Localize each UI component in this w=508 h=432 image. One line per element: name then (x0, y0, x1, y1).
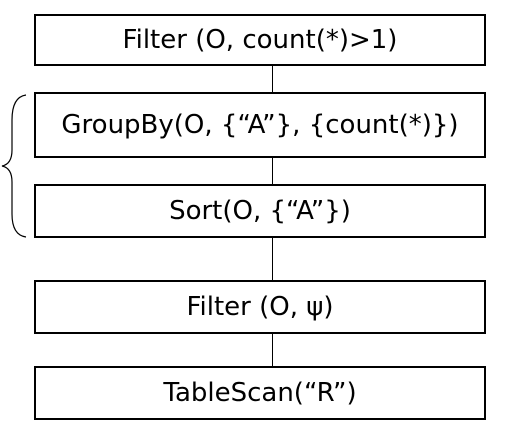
sort-node: Sort(O, {“A”}) (34, 184, 486, 238)
group-brace (1, 94, 27, 238)
filter-psi-label: Filter (O, ψ) (186, 292, 334, 322)
sort-label: Sort(O, {“A”}) (169, 196, 351, 226)
tablescan-node: TableScan(“R”) (34, 366, 486, 420)
filter-count-node: Filter (O, count(*)>1) (34, 14, 486, 66)
edge-tablescan-to-filter-psi (272, 332, 273, 368)
filter-psi-node: Filter (O, ψ) (34, 280, 486, 334)
groupby-label: GroupBy(O, {“A”}, {count(*)}) (61, 110, 459, 140)
filter-count-label: Filter (O, count(*)>1) (122, 25, 398, 55)
edge-groupby-to-filter-top (272, 64, 273, 93)
groupby-node: GroupBy(O, {“A”}, {count(*)}) (34, 92, 486, 158)
edge-sort-to-groupby (272, 156, 273, 184)
tablescan-label: TableScan(“R”) (163, 378, 357, 408)
edge-filter-psi-to-sort (272, 236, 273, 280)
